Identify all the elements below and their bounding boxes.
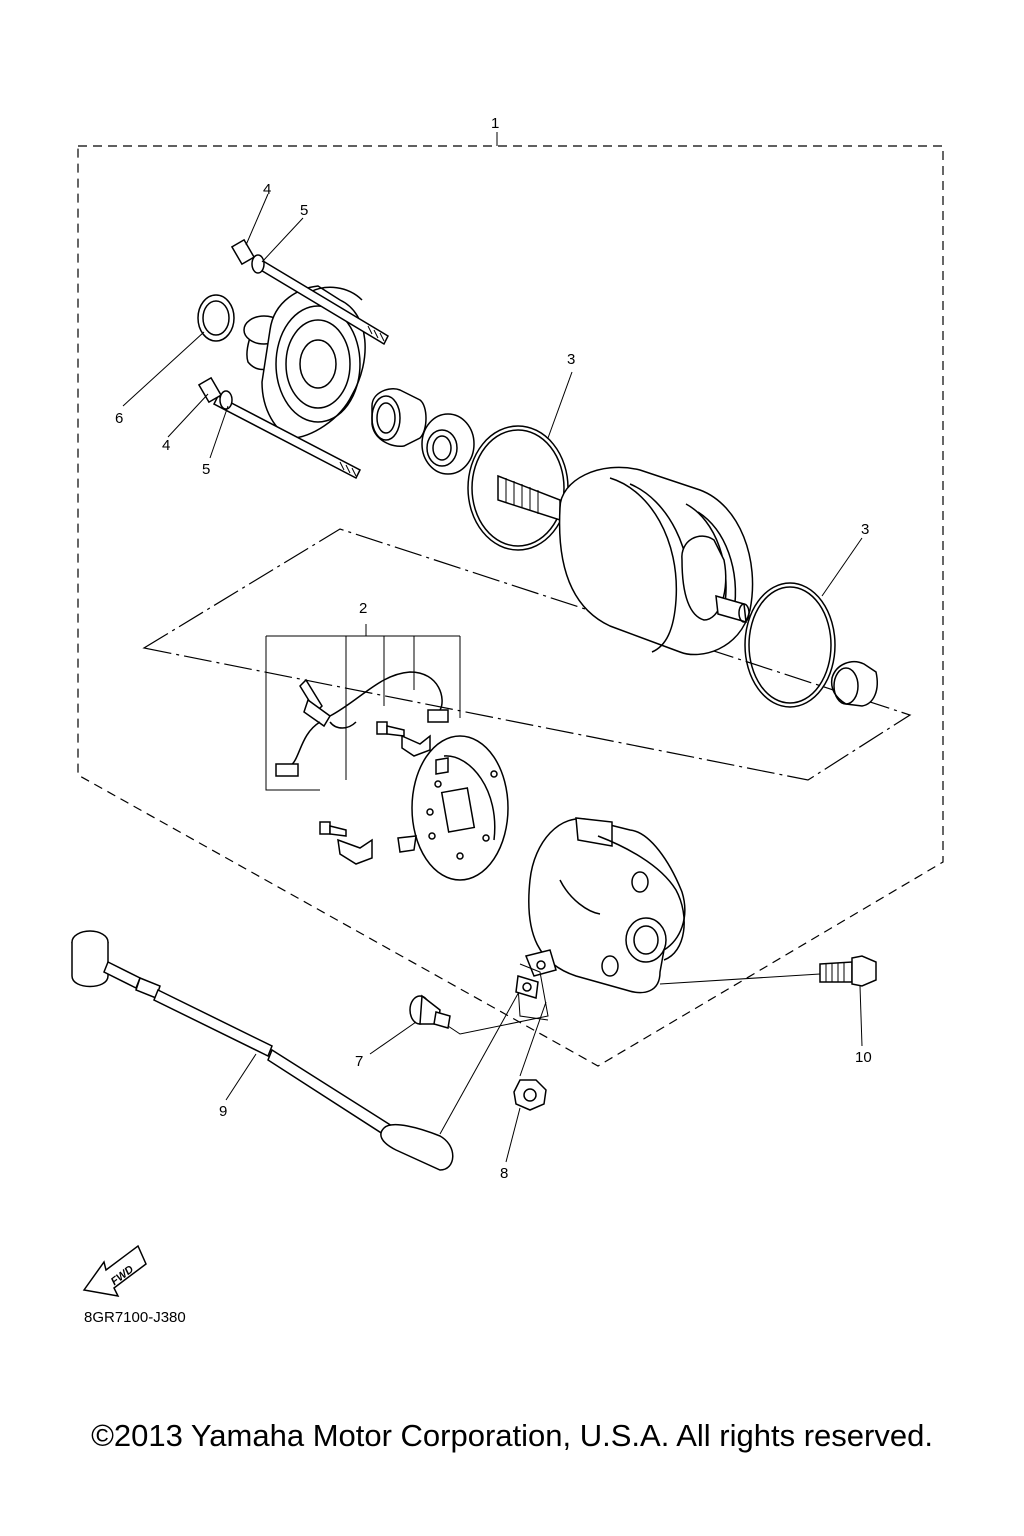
callout-4-top: 4 — [263, 181, 271, 198]
callout-3-rear: 3 — [861, 521, 869, 538]
callout-3-front: 3 — [567, 351, 575, 368]
rear-bushing — [830, 660, 878, 707]
assembly-boundary — [77, 145, 944, 1067]
front-cover — [197, 238, 389, 480]
callout-2: 2 — [359, 600, 367, 617]
callout-5-bottom: 5 — [202, 461, 210, 478]
starter-cable — [71, 930, 521, 1171]
armature-yoke — [497, 466, 754, 656]
callout-6: 6 — [115, 410, 123, 427]
fwd-arrow-icon: FWD — [82, 1244, 147, 1297]
o-ring-rear — [744, 582, 836, 708]
bearing-and-seal — [371, 388, 475, 475]
terminal-screw — [409, 994, 451, 1029]
brush-holder-screws — [319, 721, 431, 865]
brush-plane-outline — [142, 528, 912, 781]
mounting-bolt — [659, 955, 877, 987]
rear-cover — [524, 817, 686, 994]
callout-5-top: 5 — [300, 202, 308, 219]
callout-4-bottom: 4 — [162, 437, 170, 454]
brush-leads — [275, 671, 449, 777]
callout-8: 8 — [500, 1165, 508, 1182]
copyright-notice: ©2013 Yamaha Motor Corporation, U.S.A. A… — [91, 1418, 933, 1453]
callout-1: 1 — [491, 115, 499, 132]
callout-10: 10 — [855, 1049, 872, 1066]
callout-9: 9 — [219, 1103, 227, 1120]
brush-plate — [397, 735, 509, 881]
brush-kit-bracket — [265, 624, 461, 791]
callout-7: 7 — [355, 1053, 363, 1070]
callout-leaders — [122, 193, 863, 1163]
diagram-code: 8GR7100-J380 — [84, 1309, 186, 1326]
terminal-connector — [447, 963, 549, 1077]
terminal-nut — [513, 1079, 547, 1111]
